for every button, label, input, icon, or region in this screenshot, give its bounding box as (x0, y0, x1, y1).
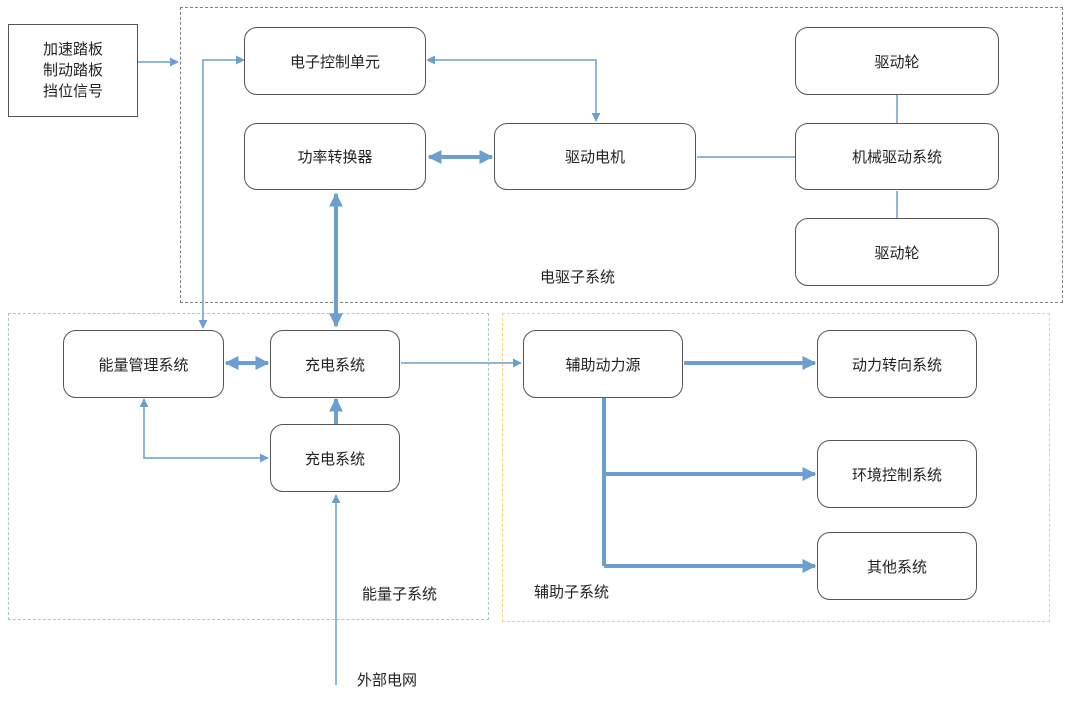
aux-subsystem-frame (502, 313, 1050, 622)
aux-power-node: 辅助动力源 (523, 330, 683, 398)
ecu-node: 电子控制单元 (244, 27, 426, 95)
climate-node: 环境控制系统 (817, 440, 977, 508)
ecu-energy-mgmt-link (198, 55, 245, 329)
other-systems-node: 其他系统 (817, 532, 977, 600)
power-steering-node: 动力转向系统 (817, 330, 977, 398)
converter-node: 功率转换器 (244, 123, 426, 190)
drive-subsystem-frame (180, 7, 1063, 303)
input-gear-label: 挡位信号 (42, 82, 103, 100)
ecu-motor-link (426, 55, 601, 122)
aux-subsystem-label: 辅助子系统 (534, 583, 610, 601)
wheel-bottom-node: 驱动轮 (795, 218, 999, 286)
input-signals-box: 加速踏板 制动踏板 挡位信号 (8, 24, 138, 117)
input-brake-label: 制动踏板 (42, 61, 103, 79)
drive-subsystem-label: 电驱子系统 (540, 268, 616, 286)
wheel-top-node: 驱动轮 (795, 27, 999, 95)
external-grid-label: 外部电网 (357, 671, 418, 689)
input-accelerator-label: 加速踏板 (42, 40, 103, 58)
energy-subsystem-frame (8, 313, 489, 620)
motor-node: 驱动电机 (494, 123, 696, 190)
energy-mgmt-node: 能量管理系统 (63, 330, 224, 398)
charger-top-node: 充电系统 (270, 330, 400, 398)
energy-subsystem-label: 能量子系统 (362, 585, 438, 603)
energy-lower-charger-link (139, 398, 269, 463)
charger-bottom-node: 充电系统 (270, 424, 400, 492)
mech-drive-node: 机械驱动系统 (795, 123, 999, 190)
